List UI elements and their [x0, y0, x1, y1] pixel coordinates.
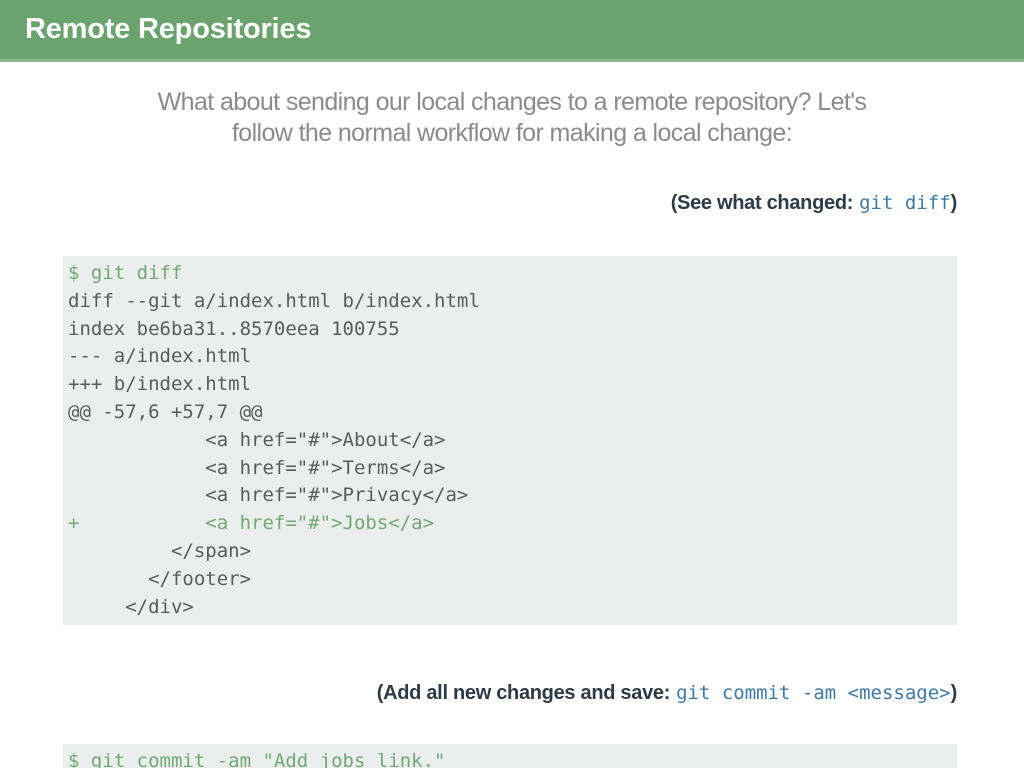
- section-label-see-what-changed: (See what changed:git diff): [0, 161, 1024, 247]
- subtitle-line-1: What about sending our local changes to …: [157, 88, 867, 116]
- section-label-add-changes-save: (Add all new changes and save:git commit…: [0, 651, 1024, 737]
- code-line: <a href="#">Terms</a>: [68, 456, 446, 479]
- label-inline-code: git diff: [859, 192, 951, 214]
- code-line: --- a/index.html: [68, 345, 252, 368]
- subtitle-line-2: follow the normal workflow for making a …: [231, 119, 793, 147]
- label-close-paren: ): [950, 682, 958, 705]
- code-line: <a href="#">Privacy</a>: [68, 484, 469, 507]
- slide-title: Remote Repositories: [25, 13, 312, 45]
- code-line: @@ -57,6 +57,7 @@: [68, 400, 263, 423]
- slide-header-bar: Remote Repositories: [0, 0, 1024, 62]
- label-bold-text: (Add all new changes and save:: [376, 682, 671, 705]
- code-block-git-commit: $ git commit -am "Add jobs link."[master…: [63, 744, 957, 768]
- code-block-git-diff: $ git diff diff --git a/index.html b/inde…: [63, 256, 957, 626]
- code-line: </div>: [68, 595, 194, 618]
- slide-subtitle: What about sending our local changes to …: [0, 87, 1024, 149]
- code-line: </span>: [68, 539, 252, 562]
- code-line: diff --git a/index.html b/index.html: [68, 289, 480, 312]
- code-line: index be6ba31..8570eea 100755: [68, 317, 400, 340]
- label-bold-text: (See what changed:: [670, 192, 854, 214]
- label-inline-code: git commit -am <message>: [676, 682, 951, 705]
- code-line: </footer>: [68, 567, 252, 590]
- code-line: $ git commit -am "Add jobs link.": [68, 750, 446, 768]
- label-close-paren: ): [950, 192, 958, 214]
- code-line: +++ b/index.html: [68, 373, 252, 396]
- code-line: $ git diff: [68, 262, 183, 284]
- code-line: + <a href="#">Jobs</a>: [68, 512, 435, 535]
- code-line: <a href="#">About</a>: [68, 428, 446, 451]
